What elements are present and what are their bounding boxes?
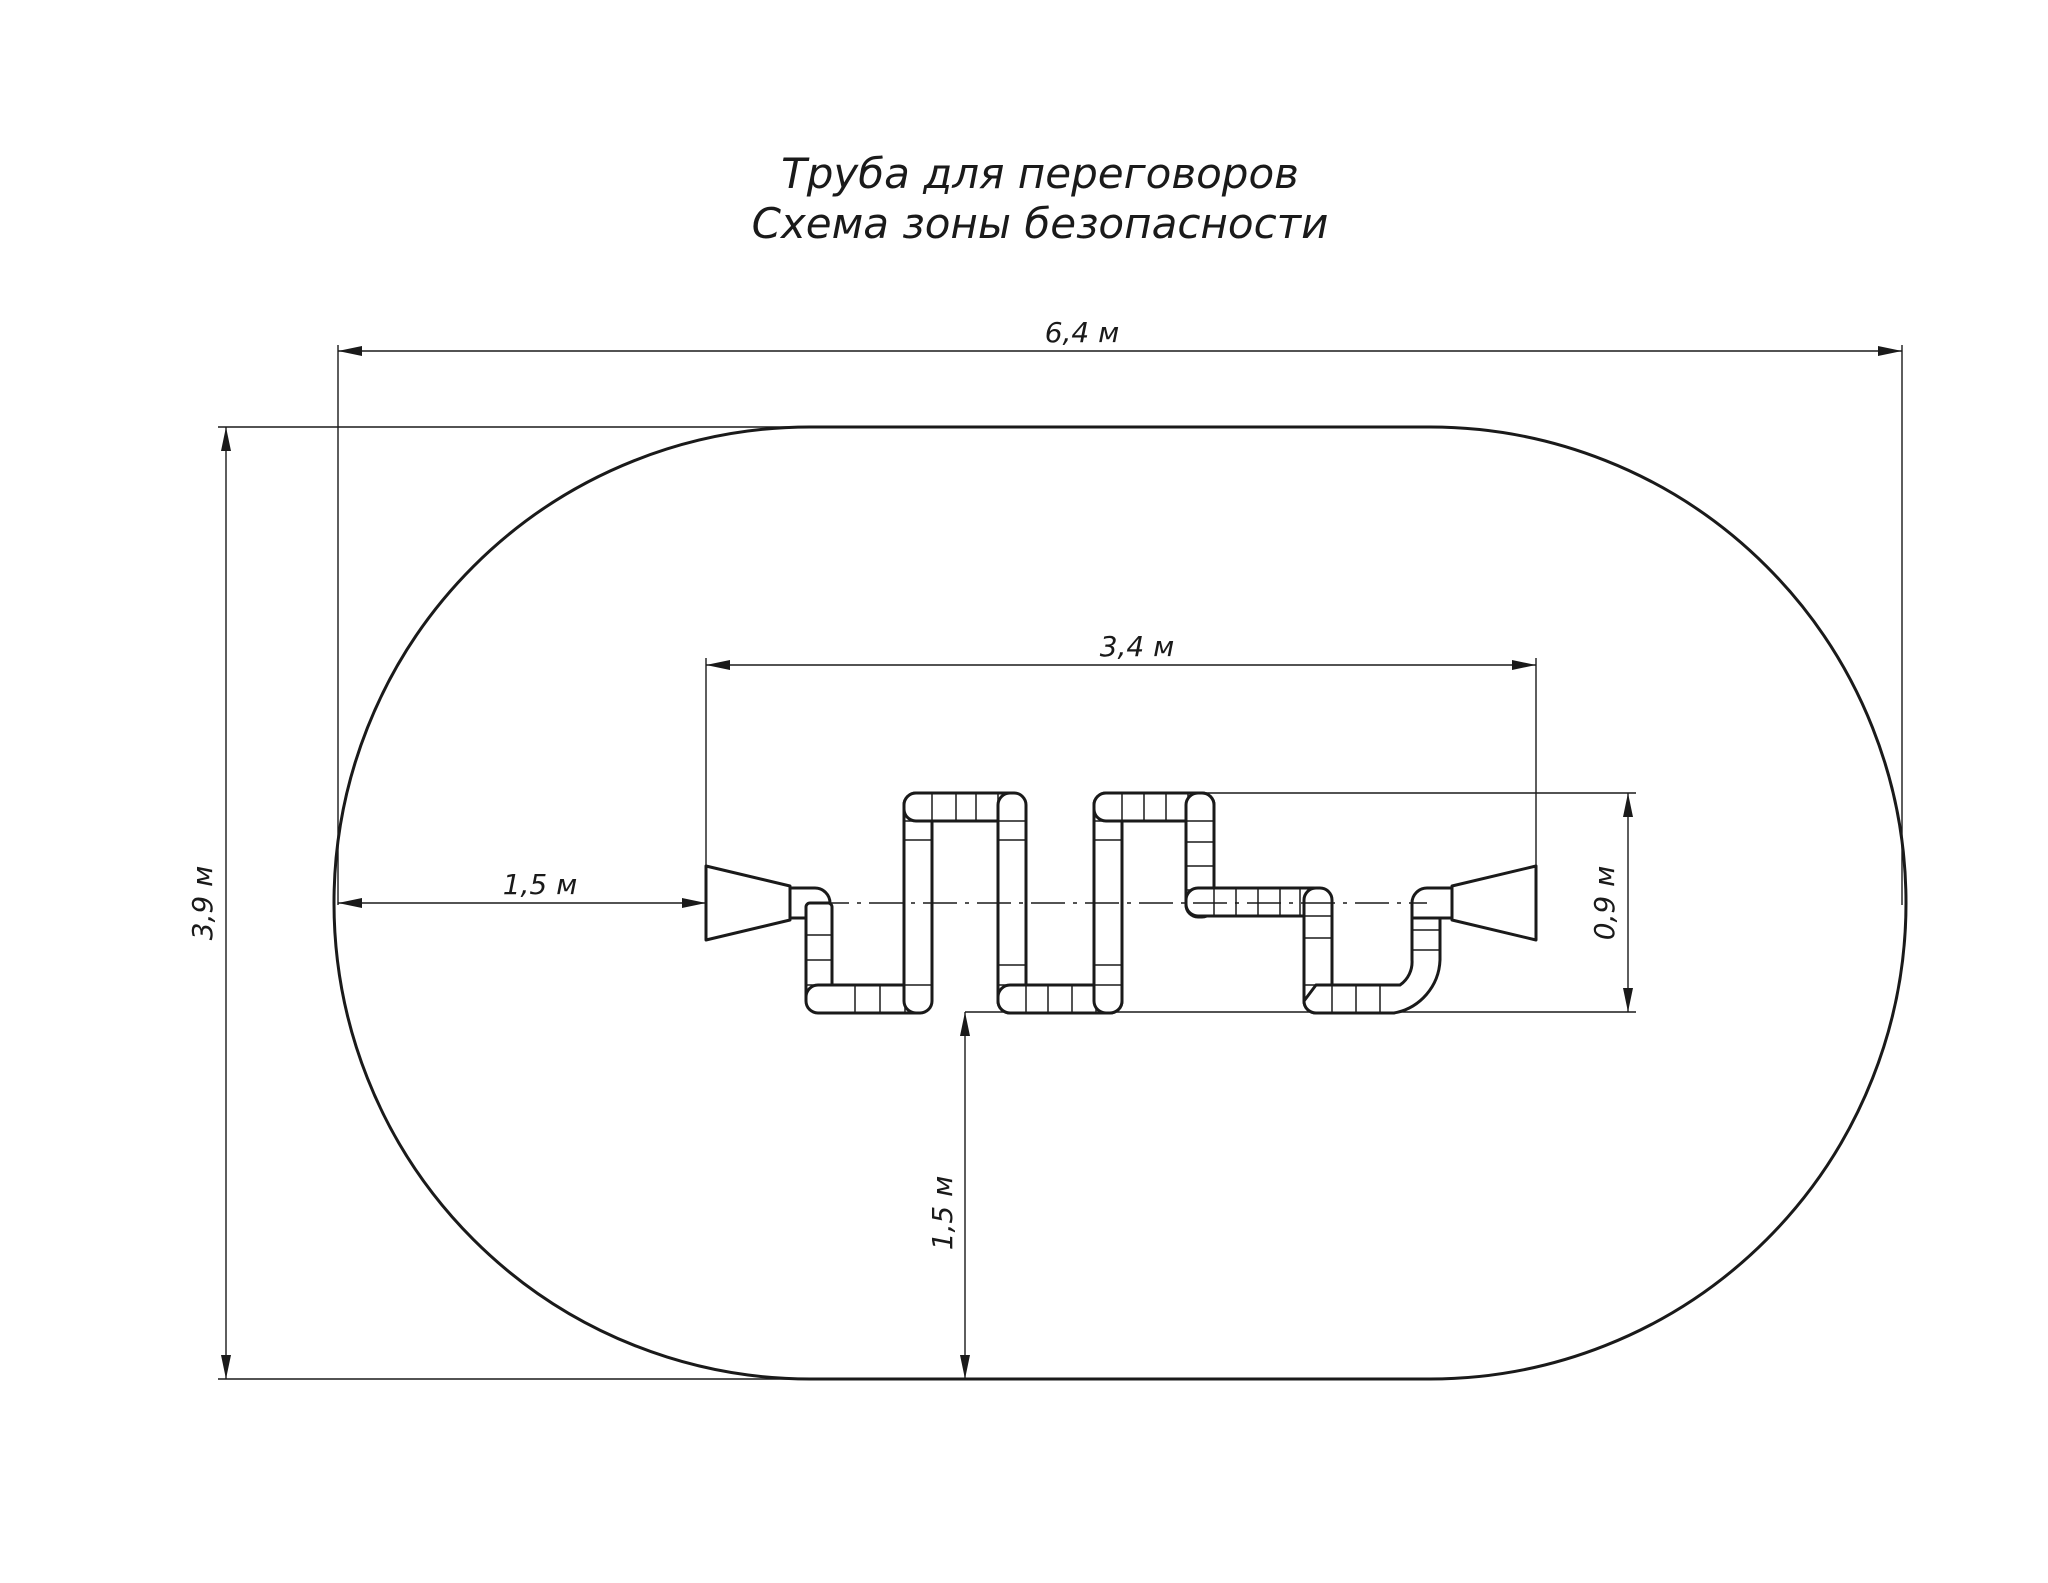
dimension-overall-width: 6,4 м [337, 316, 1903, 905]
dimension-tube-length: 3,4 м [705, 630, 1537, 938]
safety-zone-outline [332, 425, 1908, 1381]
dimension-overall-height: 3,9 м [186, 426, 810, 1380]
speaking-tube [704, 791, 1538, 1015]
label-bottom-clearance: 1,5 м [926, 1176, 959, 1251]
dimension-bottom-clearance: 1,5 м [926, 1012, 970, 1379]
label-tube-height: 0,9 м [1588, 866, 1621, 941]
label-tube-length: 3,4 м [1100, 630, 1175, 663]
label-overall-height: 3,9 м [186, 866, 219, 941]
right-horn-icon [1450, 864, 1538, 942]
title-line-2: Схема зоны безопасности [752, 199, 1329, 248]
left-horn-icon [704, 864, 792, 942]
dimension-left-clearance: 1,5 м [338, 868, 706, 908]
label-left-clearance: 1,5 м [503, 868, 578, 901]
title-line-1: Труба для переговоров [781, 149, 1299, 198]
label-overall-width: 6,4 м [1045, 316, 1120, 349]
